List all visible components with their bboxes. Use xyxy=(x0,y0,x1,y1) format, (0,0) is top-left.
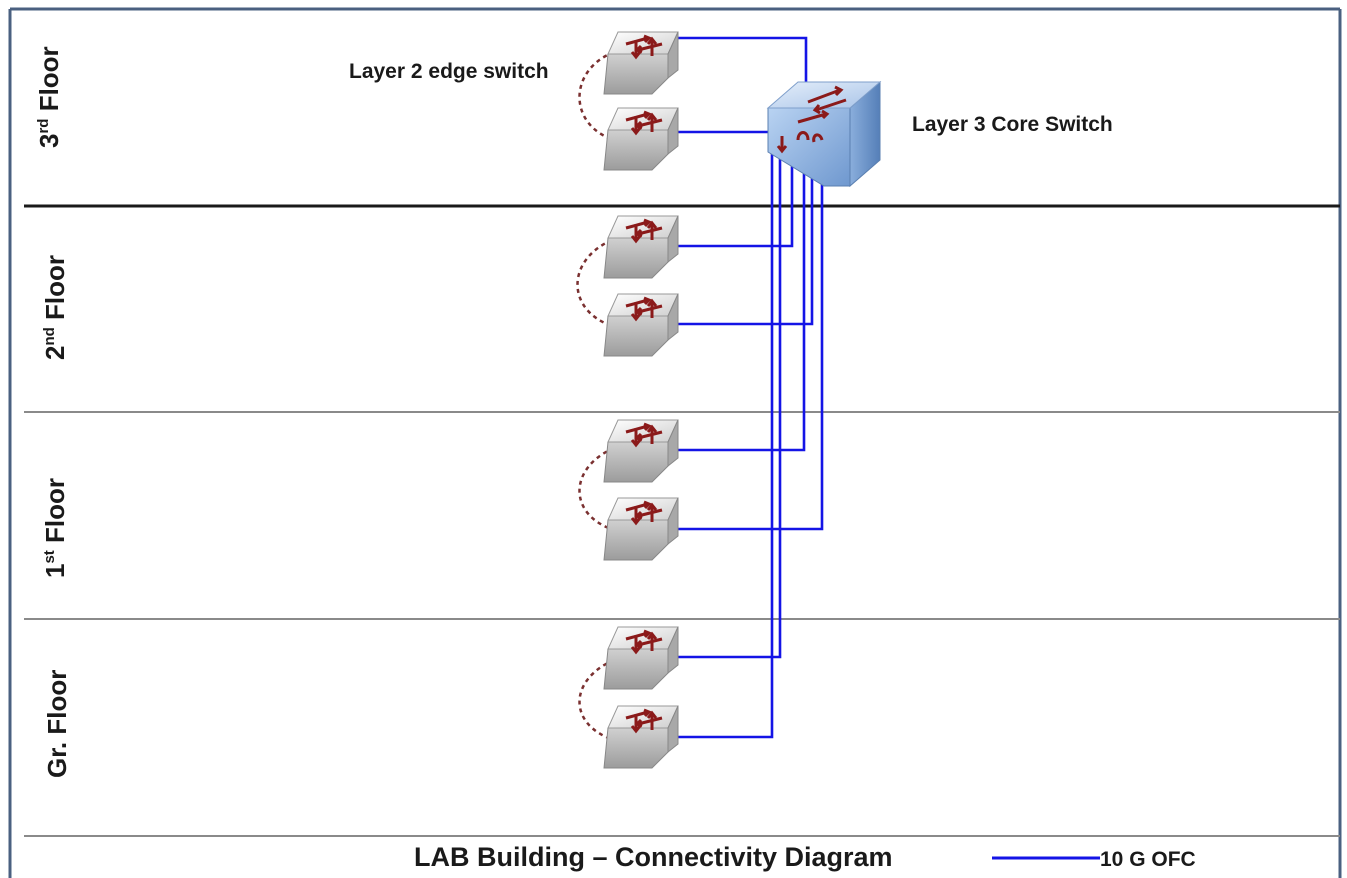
edge-switch-top xyxy=(607,497,679,521)
edge-switch-right xyxy=(667,497,679,546)
edge-switch-side xyxy=(603,237,669,279)
edge-switch-side xyxy=(603,519,669,561)
edge-switch-arrows xyxy=(625,422,663,448)
uplink-third-a xyxy=(668,36,808,100)
floor-label-third: 3rd Floor xyxy=(34,46,64,148)
uplink-second-a xyxy=(668,140,794,248)
floor-label-ground-base: Gr. Floor xyxy=(42,670,72,778)
floor-label-second-sup: nd xyxy=(41,327,58,345)
edge-switch-right xyxy=(667,31,679,80)
uplink-ground-b xyxy=(668,146,774,739)
layer2-edge-switch-icon xyxy=(603,293,679,357)
edge-switch-right xyxy=(667,626,679,675)
floor-label-ground: Gr. Floor xyxy=(42,670,72,778)
uplink-second-b xyxy=(668,140,814,326)
edge-switch-right xyxy=(667,705,679,754)
floor-label-first: 1st Floor xyxy=(40,478,70,578)
edge-switch-right xyxy=(667,215,679,264)
edge-switch-top xyxy=(607,419,679,443)
edge-switch-right xyxy=(667,107,679,156)
edge-switch-arrows xyxy=(625,296,663,322)
layer2-edge-switch-icon xyxy=(603,626,679,690)
floor-label-third-sup: rd xyxy=(35,119,52,134)
edge-switch-arrows xyxy=(625,629,663,655)
stack-link-ground xyxy=(578,658,615,742)
floor-label-third-rest: Floor xyxy=(34,46,64,118)
uplink-first-b xyxy=(668,142,824,531)
edge-switch-top xyxy=(607,705,679,729)
layer2-edge-switch-icon xyxy=(603,419,679,483)
layer3-core-switch-icon xyxy=(766,80,882,188)
edge-switch-arrows xyxy=(625,110,663,136)
edge-switch-callout: Layer 2 edge switch xyxy=(349,60,549,83)
edge-switch-top xyxy=(607,107,679,131)
edge-switch-top xyxy=(607,215,679,239)
stack-link-first xyxy=(578,446,615,532)
edge-switch-arrows xyxy=(625,34,663,60)
layer2-edge-switch-icon xyxy=(603,31,679,95)
edge-switch-side xyxy=(603,53,669,95)
edge-switch-top xyxy=(607,31,679,55)
fiber-uplinks xyxy=(668,36,824,739)
diagram-title: LAB Building – Connectivity Diagram xyxy=(414,842,893,872)
floor-labels: 3rd Floor 2nd Floor 1st Floor Gr. Floor xyxy=(34,46,72,778)
floor-label-first-base: 1 xyxy=(40,564,70,578)
edge-switch-side xyxy=(603,727,669,769)
layer2-edge-switch-icon xyxy=(603,705,679,769)
uplink-ground-a xyxy=(668,146,782,659)
floor-label-second-base: 2 xyxy=(40,346,70,360)
legend: 10 G OFC xyxy=(992,848,1196,871)
edge-switch-arrows xyxy=(625,708,663,734)
edge-switch-arrows xyxy=(625,218,663,244)
edge-switch-side xyxy=(603,129,669,171)
layer2-edge-switch-icon xyxy=(603,215,679,279)
floor-label-second-rest: Floor xyxy=(40,255,70,327)
stack-link-second xyxy=(576,238,613,328)
edge-switch-right xyxy=(667,293,679,342)
edge-switches xyxy=(603,31,679,769)
stack-links xyxy=(576,50,615,742)
floor-dividers xyxy=(24,204,1340,837)
edge-switch-top xyxy=(607,293,679,317)
core-switch-label: Layer 3 Core Switch xyxy=(912,113,1113,136)
core-switch-arrows xyxy=(776,85,847,154)
diagram-frame xyxy=(8,7,1342,878)
edge-switch-arrows xyxy=(625,500,663,526)
edge-switch-side xyxy=(603,441,669,483)
floor-label-second: 2nd Floor xyxy=(40,255,70,360)
edge-switch-side xyxy=(603,648,669,690)
edge-switch-top xyxy=(607,626,679,650)
legend-label: 10 G OFC xyxy=(1100,848,1196,871)
edge-switch-right xyxy=(667,419,679,468)
floor-label-third-base: 3 xyxy=(34,134,64,148)
floor-label-first-sup: st xyxy=(41,550,58,563)
layer2-edge-switch-icon xyxy=(603,497,679,561)
uplink-first-a xyxy=(668,142,806,452)
edge-switch-side xyxy=(603,315,669,357)
floor-label-first-rest: Floor xyxy=(40,478,70,550)
layer2-edge-switch-icon xyxy=(603,107,679,171)
